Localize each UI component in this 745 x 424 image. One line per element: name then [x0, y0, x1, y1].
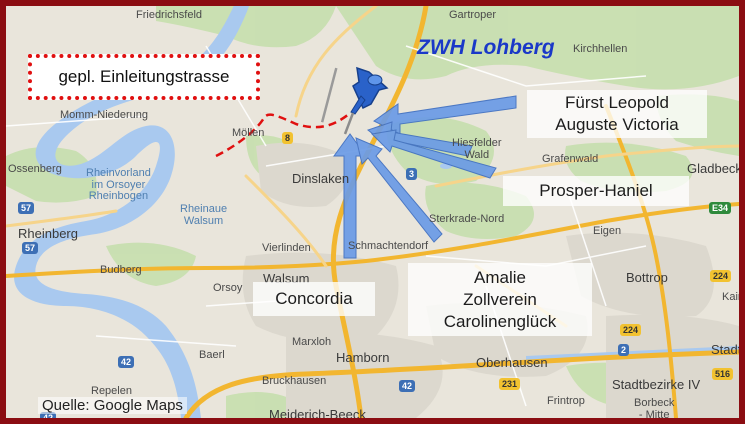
place-vierlinden: Vierlinden — [262, 242, 311, 254]
place-oberhausen: Oberhausen — [476, 355, 548, 370]
place-sterkrade-nord: Sterkrade-Nord — [429, 213, 505, 225]
place-stadtb: Stadtb — [711, 342, 745, 357]
place-borbeck-mitte: Borbeck - Mitte — [634, 397, 675, 421]
map-pin-icon[interactable] — [313, 66, 389, 135]
place-rheinvorland: Rheinvorland im Orsoyer Rheinbogen — [86, 167, 151, 203]
map-source-attribution: Quelle: Google Maps — [38, 397, 187, 414]
mine-fuerst-leopold: Fürst Leopold — [565, 93, 669, 112]
place-eigen: Eigen — [593, 225, 622, 237]
place-ossenberg: Ossenberg — [8, 163, 62, 175]
place-orsoy: Orsoy — [213, 282, 243, 294]
place-mollen: Möllen — [232, 127, 265, 139]
place-gladbeck: Gladbeck — [687, 161, 742, 176]
place-dinslaken: Dinslaken — [292, 171, 350, 186]
mine-amalie: Amalie — [474, 268, 526, 287]
road-shield-57b: 57 — [22, 242, 39, 254]
place-gartroper: Gartroper — [449, 9, 497, 21]
place-friedrichsfeld: Friedrichsfeld — [136, 9, 203, 21]
road-shield-516: 516 — [712, 368, 734, 380]
place-fintrop: Frintrop — [547, 395, 585, 407]
arrow-icon — [333, 95, 517, 259]
mine-prosper-haniel: Prosper-Haniel — [539, 181, 653, 200]
place-repelen: Repelen — [91, 385, 132, 397]
road-shield-42c: 42 — [40, 412, 57, 418]
mine-label-east: Prosper-Haniel — [503, 176, 689, 206]
place-marxloh: Marxloh — [292, 336, 332, 348]
highways — [6, 6, 739, 418]
mine-carolinenglueck: Carolinenglück — [443, 311, 557, 331]
place-momm-niederung: Momm-Niederung — [60, 109, 149, 121]
place-kirchhellen: Kirchhellen — [573, 43, 628, 55]
mine-auguste-victoria: Auguste Victoria — [555, 114, 679, 134]
place-grafenwald: Grafenwald — [542, 153, 599, 165]
road-shield-57: 57 — [18, 202, 35, 214]
place-rheinberg: Rheinberg — [18, 226, 78, 241]
place-rheinaue-walsum: Rheinaue Walsum — [180, 203, 228, 227]
place-hamborn: Hamborn — [336, 350, 390, 365]
place-baerl: Baerl — [199, 349, 225, 361]
road-shield-224b: 224 — [620, 324, 642, 336]
mine-zollverein: Zollverein — [463, 289, 537, 309]
road-shield-42: 42 — [118, 356, 135, 368]
road-shield-e34: E34 — [709, 202, 732, 214]
road-shield-224: 224 — [710, 270, 732, 282]
place-budberg: Budberg — [100, 264, 142, 276]
mine-label-south: Amalie Zollverein Carolinenglück — [408, 263, 592, 337]
mine-label-south-west: Concordia — [253, 282, 375, 316]
place-bottrop: Bottrop — [626, 270, 668, 285]
place-meiderich-beeck: Meiderich-Beeck — [269, 407, 366, 422]
planned-route-label: gepl. Einleitungstrasse — [28, 54, 260, 100]
place-schmachtendorf: Schmachtendorf — [348, 240, 429, 252]
place-kain: Kain — [722, 291, 745, 303]
road-shield-42b: 42 — [399, 380, 416, 392]
place-hiesfelder: Hiesfelder Wald — [452, 137, 502, 161]
place-stadtbezirke-iv: Stadtbezirke IV — [612, 377, 701, 392]
road-shield-2: 2 — [618, 344, 630, 356]
road-shield-3: 3 — [406, 168, 418, 180]
place-bruckhausen: Bruckhausen — [262, 375, 327, 387]
rhine-river — [14, 6, 250, 418]
mine-concordia: Concordia — [275, 289, 353, 308]
place-walsum: Walsum — [263, 271, 310, 286]
mine-label-north-east: Fürst Leopold Auguste Victoria — [527, 90, 707, 138]
road-shield-8: 8 — [282, 132, 294, 144]
planned-route-line — [215, 113, 350, 158]
road-shield-231: 231 — [499, 378, 521, 390]
map-title: ZWH Lohberg — [417, 36, 555, 59]
